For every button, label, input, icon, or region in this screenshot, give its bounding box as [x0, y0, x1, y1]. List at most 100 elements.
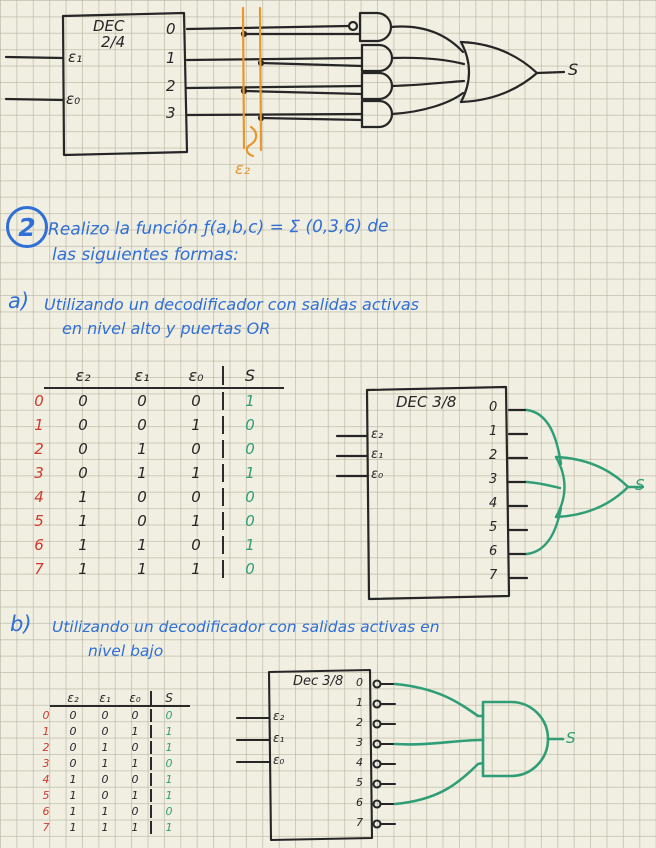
header-e0: ε₀ [129, 690, 141, 705]
table-a-row-7: 7 1 1 1 0 [26, 557, 276, 581]
decoder-3-8-b [235, 668, 397, 842]
e2-vertical-wire-1 [241, 6, 246, 150]
a-or-top [554, 455, 630, 489]
cell-e0: 0 [131, 740, 139, 754]
gate2-to-or [390, 79, 466, 88]
a-output-label-5: 5 [489, 520, 498, 535]
cell-e1: 0 [137, 392, 147, 410]
cell-s: 0 [222, 512, 276, 530]
decoder-3-8-b-box [267, 668, 374, 842]
table-a-row-1: 1 0 0 1 0 [26, 413, 276, 437]
truth-table-b-header: ε₂ ε₁ ε₀ S [36, 688, 190, 707]
b-output-bubble-0 [372, 679, 382, 689]
row-index: 5 [34, 512, 44, 530]
decoder-2-4-ratio: 2/4 [101, 33, 126, 51]
decoder-3-8-a [335, 385, 529, 601]
cell-e2: 0 [78, 416, 88, 434]
cell-e1: 1 [101, 740, 109, 754]
cell-e0: 1 [131, 756, 139, 770]
truth-table-b: ε₂ ε₁ ε₀ S 0 0 0 0 0 1 0 0 1 1 2 0 1 0 1… [36, 688, 190, 835]
table-a-row-4: 4 1 0 0 0 [26, 485, 276, 509]
b-output-label-4: 4 [356, 756, 363, 769]
cell-e0: 0 [191, 488, 201, 506]
table-b-row-1: 1 0 0 1 1 [36, 723, 186, 739]
a-output-label-4: 4 [489, 496, 498, 511]
cell-e2: 1 [78, 488, 88, 506]
a-output-label-2: 2 [489, 448, 498, 463]
output-wire-1 [185, 56, 364, 62]
table-b-row-0: 0 0 0 0 0 [36, 707, 186, 723]
table-b-row-2: 2 0 1 0 1 [36, 739, 186, 755]
cell-s: 0 [222, 440, 276, 458]
cell-s: 1 [222, 392, 276, 410]
cell-e0: 1 [191, 464, 201, 482]
e2-orange-wires [241, 6, 263, 158]
header-e0: ε₀ [188, 366, 204, 385]
row-index: 3 [34, 464, 44, 482]
e2-tap-wire-2 [242, 89, 364, 96]
decoder-2-4-output-2: 2 [166, 77, 176, 95]
nand-gate-b [393, 682, 565, 806]
decoder-3-8-a-label: DEC 3/8 [396, 393, 457, 411]
b-output-bubble-5 [372, 779, 382, 789]
input-wire-e0 [4, 97, 65, 102]
and-gate-1 [360, 43, 394, 73]
decoder-2-4-input-e0: ε₀ [66, 90, 81, 108]
decoder-3-8-a-box [365, 385, 511, 601]
b-input-label-e0: ε₀ [273, 753, 285, 767]
b-input-label-e1: ε₁ [273, 731, 285, 745]
row-index: 0 [34, 392, 44, 410]
or-gate-back [459, 40, 471, 104]
b-output-bubble-3 [372, 739, 382, 749]
b-output-label-0: 0 [356, 676, 363, 689]
cell-e2: 0 [69, 756, 77, 770]
row-index: 5 [42, 788, 50, 802]
gate0-to-or [389, 25, 465, 54]
row-index: 4 [42, 772, 50, 786]
cell-e1: 1 [137, 536, 147, 554]
a-output-label-6: 6 [489, 544, 498, 559]
cell-e1: 0 [137, 512, 147, 530]
section-a-line-1: Utilizando un decodificador con salidas … [44, 295, 419, 314]
or-output-wire [535, 70, 566, 75]
cell-e2: 1 [69, 788, 77, 802]
statement-line-1: Realizo la función ƒ(a,b,c) = Σ (0,3,6) … [47, 216, 389, 240]
output-wire-3 [185, 112, 364, 117]
cell-s: 0 [150, 756, 186, 770]
b-output-bubble-7 [372, 819, 382, 829]
header-s: S [222, 366, 276, 385]
b-output-label-7: 7 [356, 816, 363, 829]
b-wire-out6 [393, 761, 485, 806]
cell-e2: 1 [78, 560, 88, 578]
header-e1: ε₁ [99, 690, 111, 705]
header-e1: ε₁ [134, 366, 150, 385]
a-input-label-e1: ε₁ [371, 447, 384, 462]
row-index: 2 [34, 440, 44, 458]
b-output-bubble-2 [372, 719, 382, 729]
exercise-number-badge: 2 [6, 206, 48, 248]
output-wire-0 [185, 24, 350, 31]
cell-e1: 0 [101, 724, 109, 738]
cell-s: 0 [222, 560, 276, 578]
b-result-label: S [566, 729, 576, 747]
cell-e0: 0 [131, 804, 139, 818]
and-gate-3 [360, 99, 394, 129]
row-index: 7 [34, 560, 44, 578]
cell-e2: 1 [78, 512, 88, 530]
table-a-row-0: 0 0 0 0 1 [26, 389, 276, 413]
e2-tap-wire-3 [259, 116, 364, 122]
top-circuit-result-label: S [568, 60, 579, 79]
and-gate-0 [358, 11, 393, 43]
row-index: 6 [42, 804, 50, 818]
cell-e1: 0 [101, 772, 109, 786]
b-output-bubble-6 [372, 799, 382, 809]
row-index: 1 [34, 416, 44, 434]
input-wire-e1 [4, 55, 65, 60]
cell-e0: 1 [191, 512, 201, 530]
cell-e2: 0 [78, 464, 88, 482]
row-index: 0 [42, 708, 50, 722]
cell-s: 0 [222, 488, 276, 506]
cell-e0: 1 [131, 820, 139, 834]
cell-e0: 0 [131, 708, 139, 722]
a-or-back [554, 455, 566, 519]
